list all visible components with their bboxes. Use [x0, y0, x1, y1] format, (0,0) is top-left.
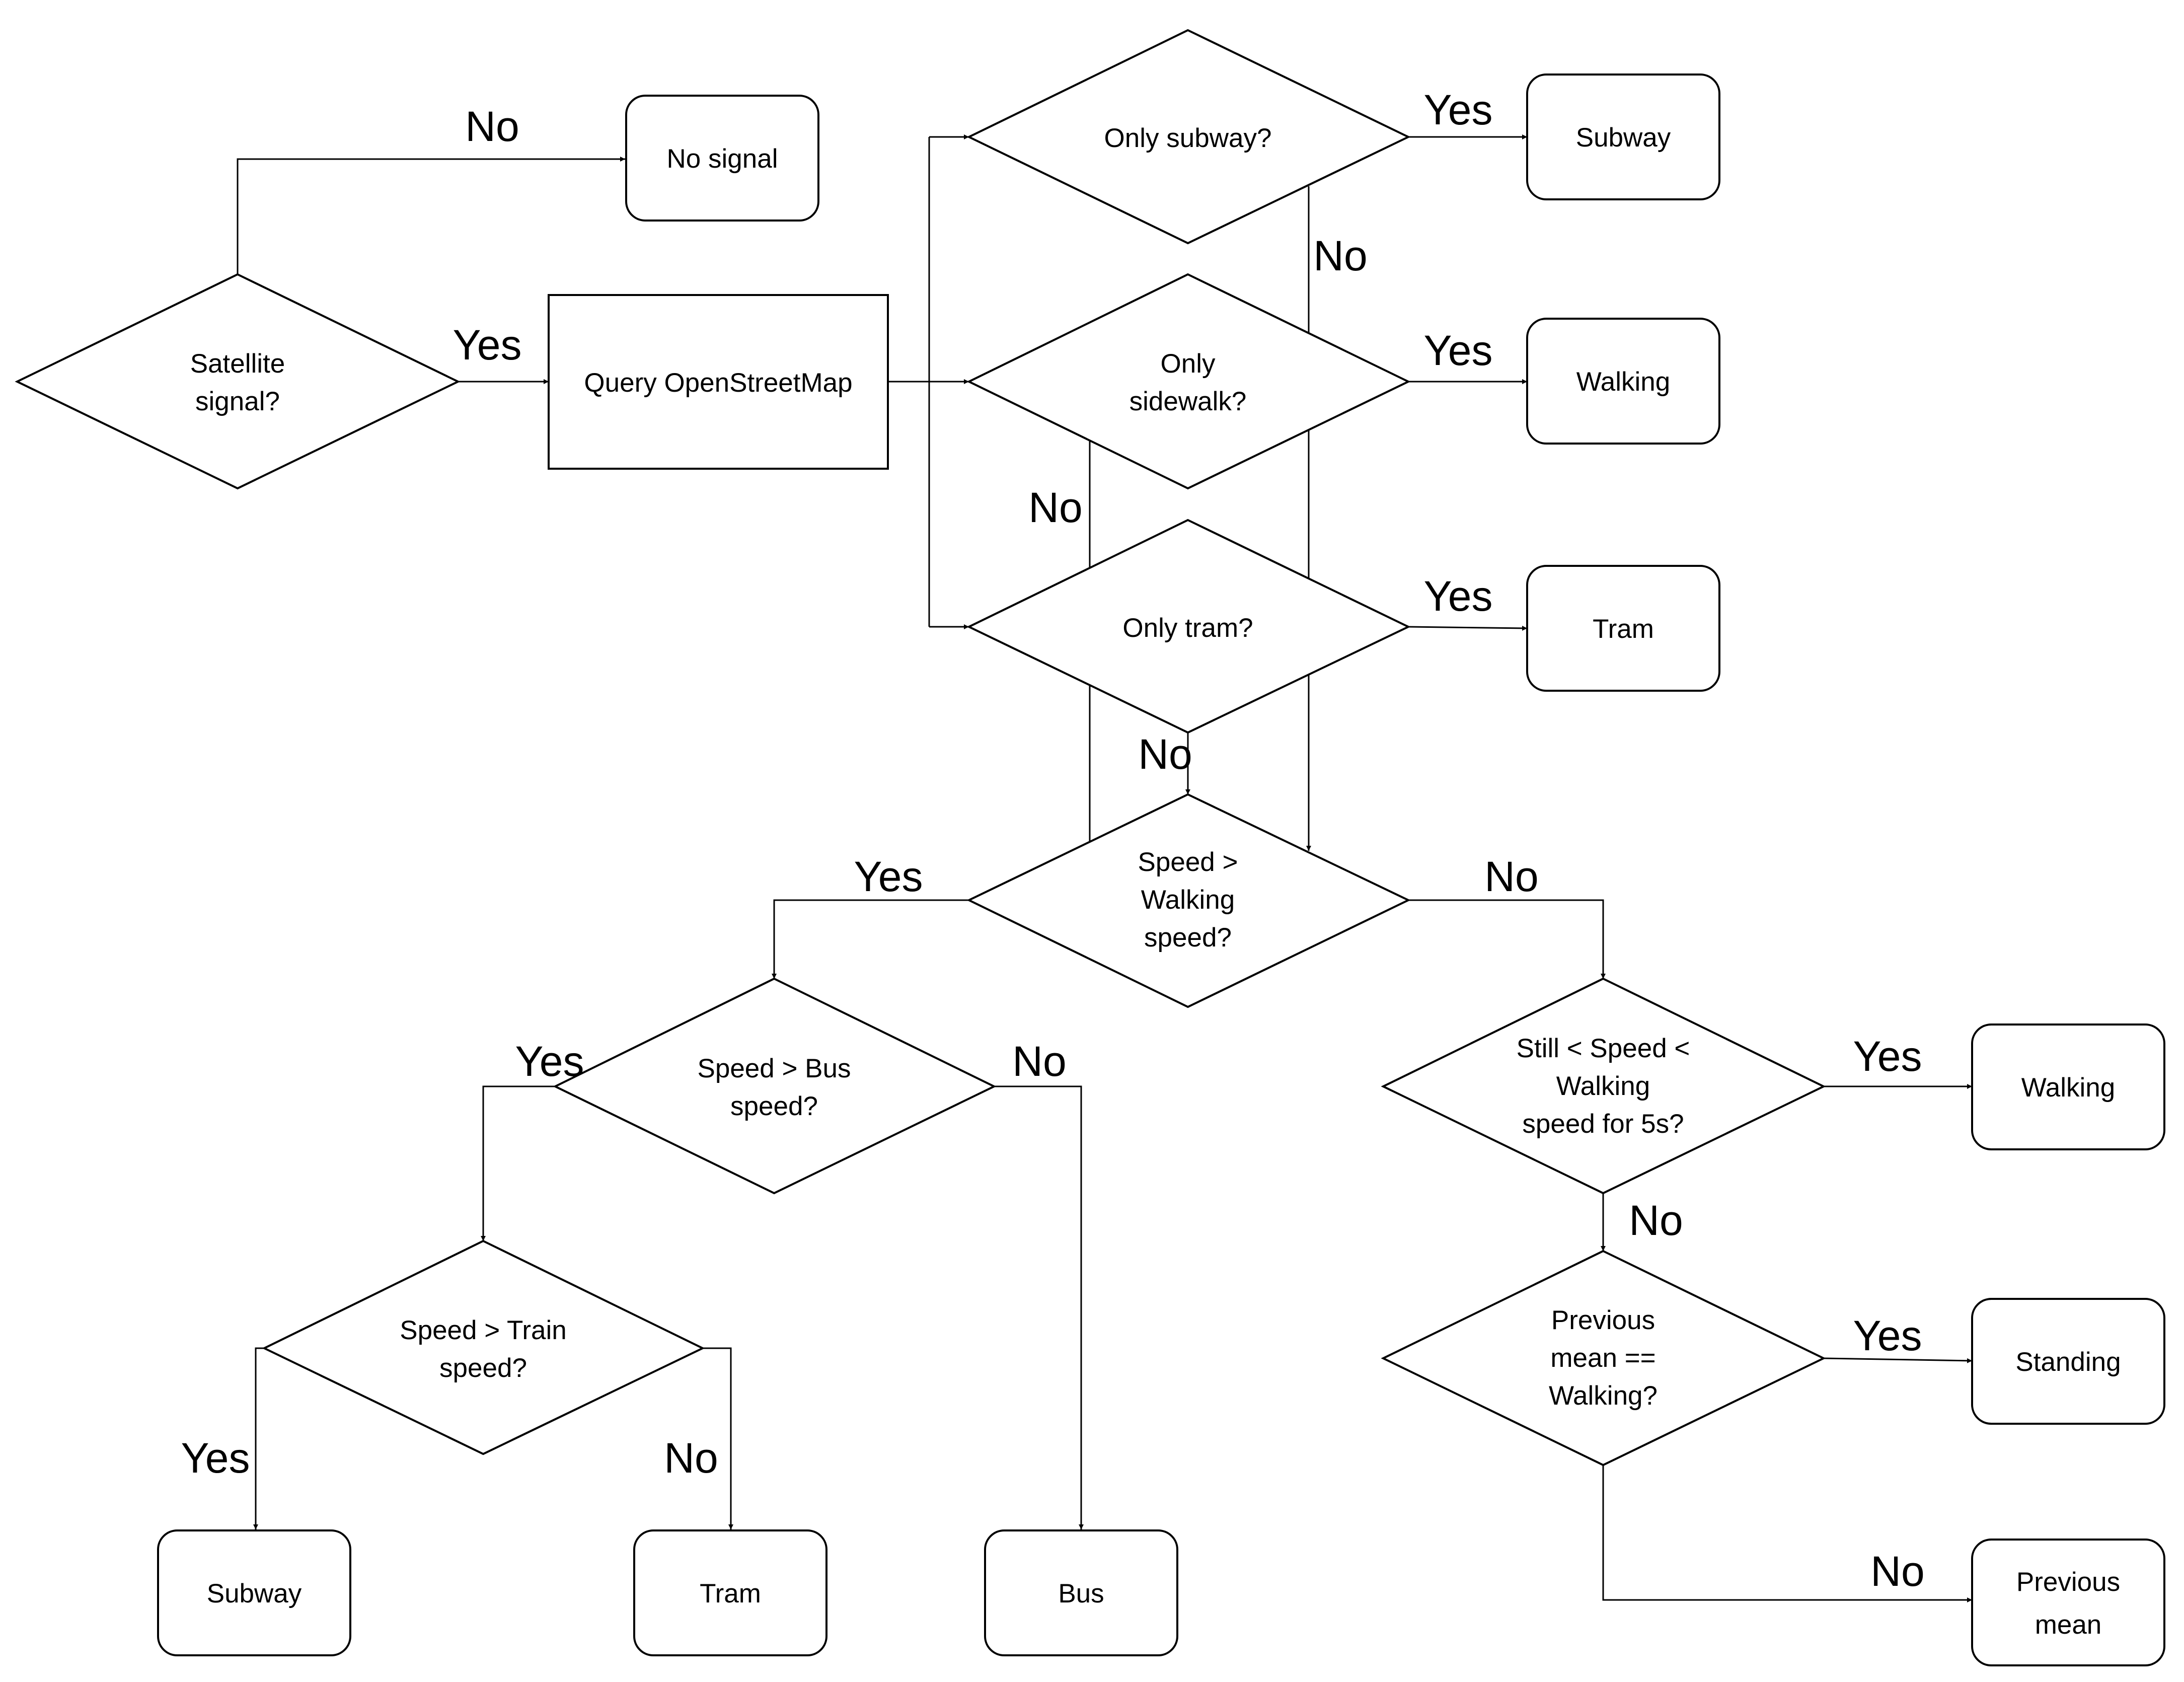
node-text: Subway	[207, 1579, 302, 1608]
node-text: sidewalk?	[1129, 387, 1247, 416]
node-text: Only tram?	[1122, 613, 1253, 643]
terminal-previous-mean: Previous mean	[1971, 1539, 2165, 1666]
decision-speed-walking: Speed > Walking speed?	[966, 793, 1411, 1008]
edge-label: Yes	[1423, 86, 1492, 133]
node-text: Bus	[1058, 1579, 1104, 1608]
edge-label: No	[1629, 1197, 1683, 1244]
decision-previous-mean-walking: Previous mean == Walking?	[1381, 1250, 1826, 1467]
edge-train-no	[703, 1347, 733, 1529]
edge-label: Yes	[1423, 572, 1492, 620]
node-text: Walking	[1556, 1071, 1650, 1101]
node-text: mean ==	[1550, 1343, 1655, 1373]
edge-label: Yes	[854, 853, 923, 900]
terminal-subway-top: Subway	[1526, 74, 1720, 200]
edge-label: No	[664, 1434, 718, 1482]
edge-label: Yes	[1853, 1033, 1922, 1080]
node-text: Previous	[1551, 1305, 1655, 1335]
terminal-tram-top: Tram	[1526, 565, 1720, 692]
node-text: Standing	[2015, 1347, 2121, 1377]
edge-prev-yes	[1823, 1357, 1973, 1363]
edge-label: Yes	[515, 1038, 584, 1085]
edge-label: No	[1870, 1548, 1924, 1595]
edge-label: No	[1012, 1038, 1066, 1085]
decision-only-subway: Only subway?	[966, 29, 1411, 245]
edge-train-yes	[253, 1347, 264, 1529]
process-query-openstreetmap: Query OpenStreetMap	[548, 294, 889, 470]
edge-label: No	[465, 103, 519, 150]
node-text: Walking?	[1549, 1381, 1658, 1411]
edge-tram-yes	[1408, 625, 1528, 631]
node-text: Walking	[1576, 367, 1671, 397]
decision-still-speed: Still < Speed < Walking speed for 5s?	[1381, 977, 1826, 1195]
node-text: Previous	[2016, 1567, 2120, 1597]
terminal-subway-bottom: Subway	[157, 1529, 351, 1656]
node-text: Speed > Train	[400, 1315, 566, 1345]
decision-only-tram: Only tram?	[966, 519, 1411, 734]
node-text: Tram	[1593, 614, 1654, 644]
node-text: Satellite	[190, 349, 285, 379]
edge-walking-yes	[772, 899, 969, 979]
edge-label: Yes	[1423, 327, 1492, 374]
node-text: Query OpenStreetMap	[584, 368, 852, 398]
terminal-tram-bottom: Tram	[633, 1529, 827, 1656]
node-text: Speed >	[1138, 847, 1238, 877]
edge-label: No	[1138, 730, 1192, 778]
edge-label: Yes	[1853, 1312, 1922, 1359]
terminal-walking-top: Walking	[1526, 318, 1720, 445]
node-text: speed?	[1144, 923, 1232, 953]
node-text: Only subway?	[1104, 123, 1272, 153]
edge-label: No	[1313, 232, 1367, 279]
node-text: speed for 5s?	[1522, 1109, 1684, 1139]
terminal-bus: Bus	[984, 1529, 1178, 1656]
node-text: Still < Speed <	[1517, 1034, 1690, 1063]
edge-label: No	[1484, 853, 1538, 900]
node-text: Tram	[700, 1579, 761, 1608]
node-text: Walking	[2021, 1073, 2116, 1103]
node-text: mean	[2035, 1610, 2102, 1640]
edge-bus-yes	[481, 1085, 555, 1241]
node-text: speed?	[439, 1353, 527, 1383]
edges	[237, 134, 1973, 1602]
terminal-walking-right: Walking	[1971, 1023, 2165, 1150]
nodes: Satellite signal? No signal Query OpenSt…	[15, 29, 2165, 1666]
terminal-standing: Standing	[1971, 1298, 2165, 1425]
node-text: No signal	[667, 144, 778, 174]
node-text: Walking	[1141, 885, 1235, 915]
edge-label: Yes	[453, 321, 521, 369]
edge-walking-no	[1408, 899, 1606, 979]
node-text: signal?	[195, 387, 280, 416]
node-text: Only	[1161, 349, 1216, 379]
edge-satellite-no	[237, 157, 625, 274]
edge-label: No	[1028, 484, 1082, 531]
node-text: Subway	[1576, 123, 1671, 153]
decision-speed-train: Speed > Train speed?	[262, 1239, 705, 1455]
decision-only-sidewalk: Only sidewalk?	[966, 273, 1411, 490]
edge-labels: No Yes Yes No Yes No Yes No Yes No Yes N…	[181, 86, 1924, 1595]
edge-prev-no	[1602, 1465, 1972, 1602]
node-text: Speed > Bus	[698, 1054, 851, 1083]
node-text: speed?	[730, 1091, 818, 1121]
edge-bus-no	[994, 1085, 1084, 1529]
decision-speed-bus: Speed > Bus speed?	[553, 977, 997, 1195]
terminal-no-signal: No signal	[625, 95, 819, 222]
decision-satellite-signal: Satellite signal?	[15, 273, 461, 490]
edge-label: Yes	[181, 1434, 250, 1482]
